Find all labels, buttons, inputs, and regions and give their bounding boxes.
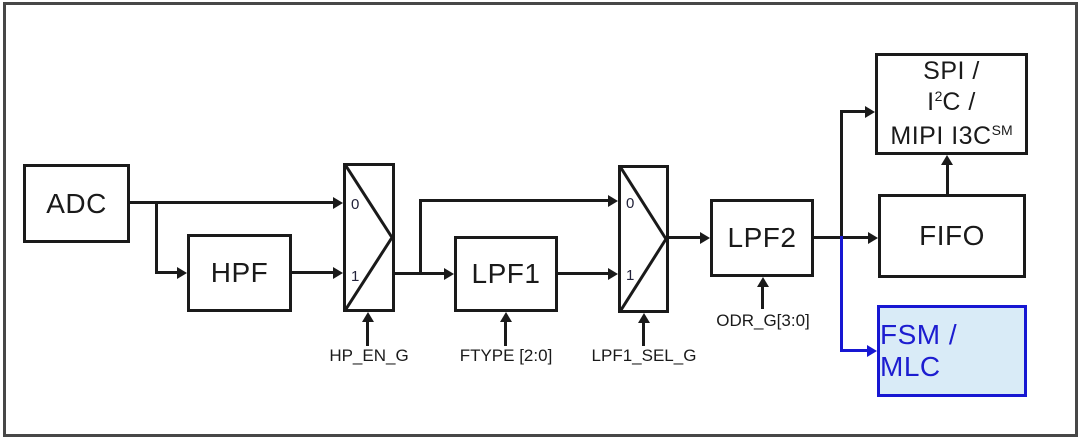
block-hpf: HPF	[187, 234, 292, 312]
signal-label-lpf1-sel-g: LPF1_SEL_G	[591, 346, 697, 365]
arrowhead-hp-en-g	[362, 312, 374, 322]
block-lpf2: LPF2	[710, 199, 814, 277]
mux1-input0-label: 0	[351, 196, 360, 213]
arrowhead-fsm-input	[867, 345, 877, 357]
arrowhead-ftype	[500, 312, 512, 322]
stem-odr-g	[761, 285, 764, 309]
block-lpf1-label: LPF1	[471, 258, 541, 289]
stem-ftype	[504, 320, 507, 346]
wire-adc-to-mux1	[130, 201, 333, 204]
arrowhead-odr-g	[757, 277, 769, 287]
wire-into-interface	[840, 110, 865, 113]
interface-line-mipi-i3c: MIPI I3CSM	[890, 121, 1013, 150]
block-hpf-label: HPF	[210, 257, 269, 288]
mux1-input1-label: 1	[351, 268, 360, 285]
signal-label-ftype: FTYPE [2:0]	[459, 346, 553, 365]
mux-triangle	[621, 168, 666, 310]
stem-lpf1-sel-g	[642, 321, 645, 346]
block-lpf2-label: LPF2	[727, 222, 797, 253]
wire-mux2-to-lpf2	[669, 236, 700, 239]
arrowhead-mux2-input0	[608, 195, 618, 207]
block-serial-interface: SPI / I2C / MIPI I3CSM	[875, 53, 1028, 155]
mux-lpf1-sel-g: 0 1	[618, 165, 669, 313]
block-fsm-mlc-label: FSM / MLC	[880, 319, 958, 382]
mux-triangle	[346, 166, 392, 309]
i2c-superscript: 2	[934, 87, 943, 104]
arrowhead-mux1-input0	[333, 197, 343, 209]
mux-hp-en-g: 0 1	[343, 163, 395, 312]
wire-junction-up	[840, 110, 843, 239]
wire-fifo-to-interface	[946, 163, 949, 194]
interface-line-spi: SPI /	[923, 56, 980, 85]
wire-into-fsm-blue	[840, 349, 867, 352]
arrowhead-lpf2-input	[700, 232, 710, 244]
block-lpf1: LPF1	[454, 236, 558, 312]
block-adc-label: ADC	[46, 187, 107, 219]
block-fifo: FIFO	[878, 194, 1026, 278]
arrowhead-interface-from-fifo	[941, 155, 953, 165]
arrowhead-interface-input	[865, 106, 875, 118]
mux2-input0-label: 0	[626, 195, 635, 212]
arrowhead-mux2-input1	[608, 268, 618, 280]
signal-label-odr-g: ODR_G[3:0]	[716, 311, 810, 330]
block-fifo-label: FIFO	[919, 220, 985, 251]
arrowhead-fifo-input	[868, 232, 878, 244]
i3c-sm-superscript: SM	[991, 121, 1013, 138]
wire-into-hpf	[155, 271, 177, 274]
stem-hp-en-g	[366, 320, 369, 346]
signal-label-hp-en-g: HP_EN_G	[329, 346, 409, 365]
arrowhead-lpf1-input	[444, 268, 454, 280]
arrowhead-mux1-input1	[333, 267, 343, 279]
wire-bypass-to-mux2	[419, 199, 608, 202]
block-fsm-mlc: FSM / MLC	[877, 305, 1027, 397]
wire-bypass-riser	[419, 199, 422, 275]
block-adc: ADC	[23, 164, 130, 243]
diagram-frame	[3, 2, 1078, 437]
wire-lpf1-to-mux2	[558, 272, 608, 275]
arrowhead-hpf-input	[177, 267, 187, 279]
wire-adc-branch-down	[155, 201, 158, 274]
mux2-input1-label: 1	[626, 267, 635, 284]
arrowhead-lpf1-sel-g	[638, 313, 650, 323]
wire-hpf-to-mux1	[292, 271, 333, 274]
wire-junction-down-blue	[840, 236, 843, 352]
interface-line-i2c: I2C /	[927, 87, 976, 116]
